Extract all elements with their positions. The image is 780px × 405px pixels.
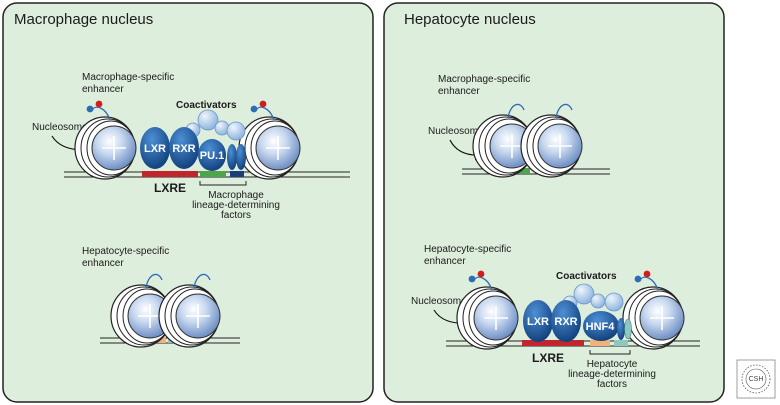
macrophage-ldf-site-green-inactive (516, 168, 530, 174)
rxr-label: RXR (172, 143, 195, 155)
nucleosomes-label-right-bottom: Nucleosomes (411, 296, 472, 307)
pu1-protein (198, 139, 226, 171)
pu1-label: PU.1 (200, 150, 224, 162)
ldf-bracket-left (199, 181, 247, 186)
lxr-protein-right (523, 300, 553, 342)
lxr-label-right: LXR (527, 316, 549, 328)
lxr-protein (140, 127, 170, 169)
lxre-site-left (142, 171, 198, 177)
nucleosome (520, 114, 583, 178)
macrophage-panel-bg (2, 2, 374, 403)
rxr-protein (169, 127, 199, 169)
macrophage-panel-title: Macrophage nucleus (14, 11, 153, 28)
csh-perspectives-logo: CSH (736, 359, 776, 399)
macrophage-ldf-site-navy (230, 171, 244, 177)
coactivator-cluster-left (185, 109, 246, 141)
csh-logo-text: CSH (749, 376, 764, 383)
hepatocyte-ldf-site-teal-active (614, 340, 628, 346)
nucleosome (238, 116, 301, 180)
nucleosome (622, 286, 685, 350)
ldf-protein-small (236, 144, 246, 170)
ldf-bracket-right (589, 350, 631, 355)
rxr-label-right: RXR (554, 316, 577, 328)
nucleosome (74, 116, 137, 180)
hnf4-label: HNF4 (586, 321, 616, 333)
nucleosomes-label-left: Nucleosomes (32, 122, 93, 133)
macrophage-ldf-site-green (200, 171, 226, 177)
lxre-label-left: LXRE (154, 181, 186, 195)
nucleosomes-label-right-top: Nucleosomes (428, 126, 489, 137)
lxr-label: LXR (144, 143, 166, 155)
nucleosome (456, 286, 519, 350)
ldf-protein-small-right (617, 318, 625, 340)
lxre-label-right: LXRE (532, 351, 564, 365)
ldf-protein-small-right (624, 318, 632, 340)
coactivators-label-left: Coactivators (176, 100, 237, 111)
hepatocyte-panel-title: Hepatocyte nucleus (404, 11, 536, 28)
hepatocyte-ldf-site-peach-active (590, 340, 610, 346)
hnf4-protein (583, 311, 619, 341)
coactivators-label-right: Coactivators (556, 271, 617, 282)
rxr-protein-right (551, 300, 581, 342)
lxre-site-right (522, 340, 584, 346)
hepatocyte-ldf-site-peach (156, 337, 166, 343)
nucleosome (158, 284, 221, 348)
ldf-protein-small (227, 144, 237, 170)
